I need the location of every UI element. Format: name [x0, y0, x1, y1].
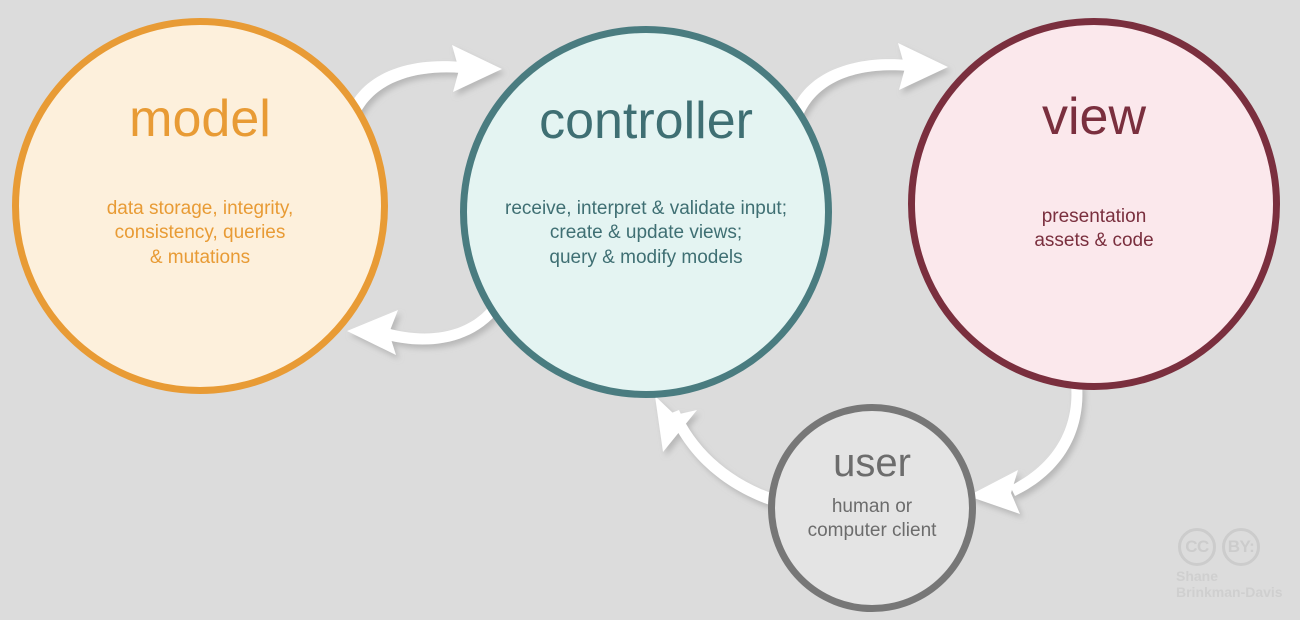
- creative-commons-icon: CC: [1178, 528, 1216, 566]
- node-controller-title: controller: [539, 92, 753, 150]
- node-view-description: presentation assets & code: [1034, 206, 1154, 252]
- arrow-view-to-user: [968, 383, 1083, 514]
- arrow-model-to-controller: [345, 45, 502, 123]
- creative-commons-badge: CC BY: Shane Brinkman-Davis: [1176, 528, 1283, 600]
- node-controller[interactable]: controller receive, interpret & validate…: [460, 26, 832, 398]
- arrow-controller-to-model: [347, 303, 500, 355]
- node-user-title: user: [833, 441, 911, 485]
- node-view-title: view: [1041, 88, 1147, 146]
- node-user-description: human or computer client: [807, 496, 937, 542]
- cc-marks: CC BY:: [1178, 528, 1260, 566]
- node-model-title: model: [129, 90, 271, 148]
- author-credit: Shane Brinkman-Davis: [1176, 568, 1283, 600]
- node-model-description: data storage, integrity, consistency, qu…: [106, 198, 294, 268]
- cc-attribution-icon: BY:: [1222, 528, 1260, 566]
- node-controller-description: receive, interpret & validate input; cre…: [505, 198, 787, 268]
- node-view[interactable]: view presentation assets & code: [908, 18, 1280, 390]
- node-model[interactable]: model data storage, integrity, consisten…: [12, 18, 388, 394]
- arrow-user-to-controller: [655, 396, 783, 508]
- node-user[interactable]: user human or computer client: [768, 404, 976, 612]
- arrow-controller-to-view: [792, 43, 948, 116]
